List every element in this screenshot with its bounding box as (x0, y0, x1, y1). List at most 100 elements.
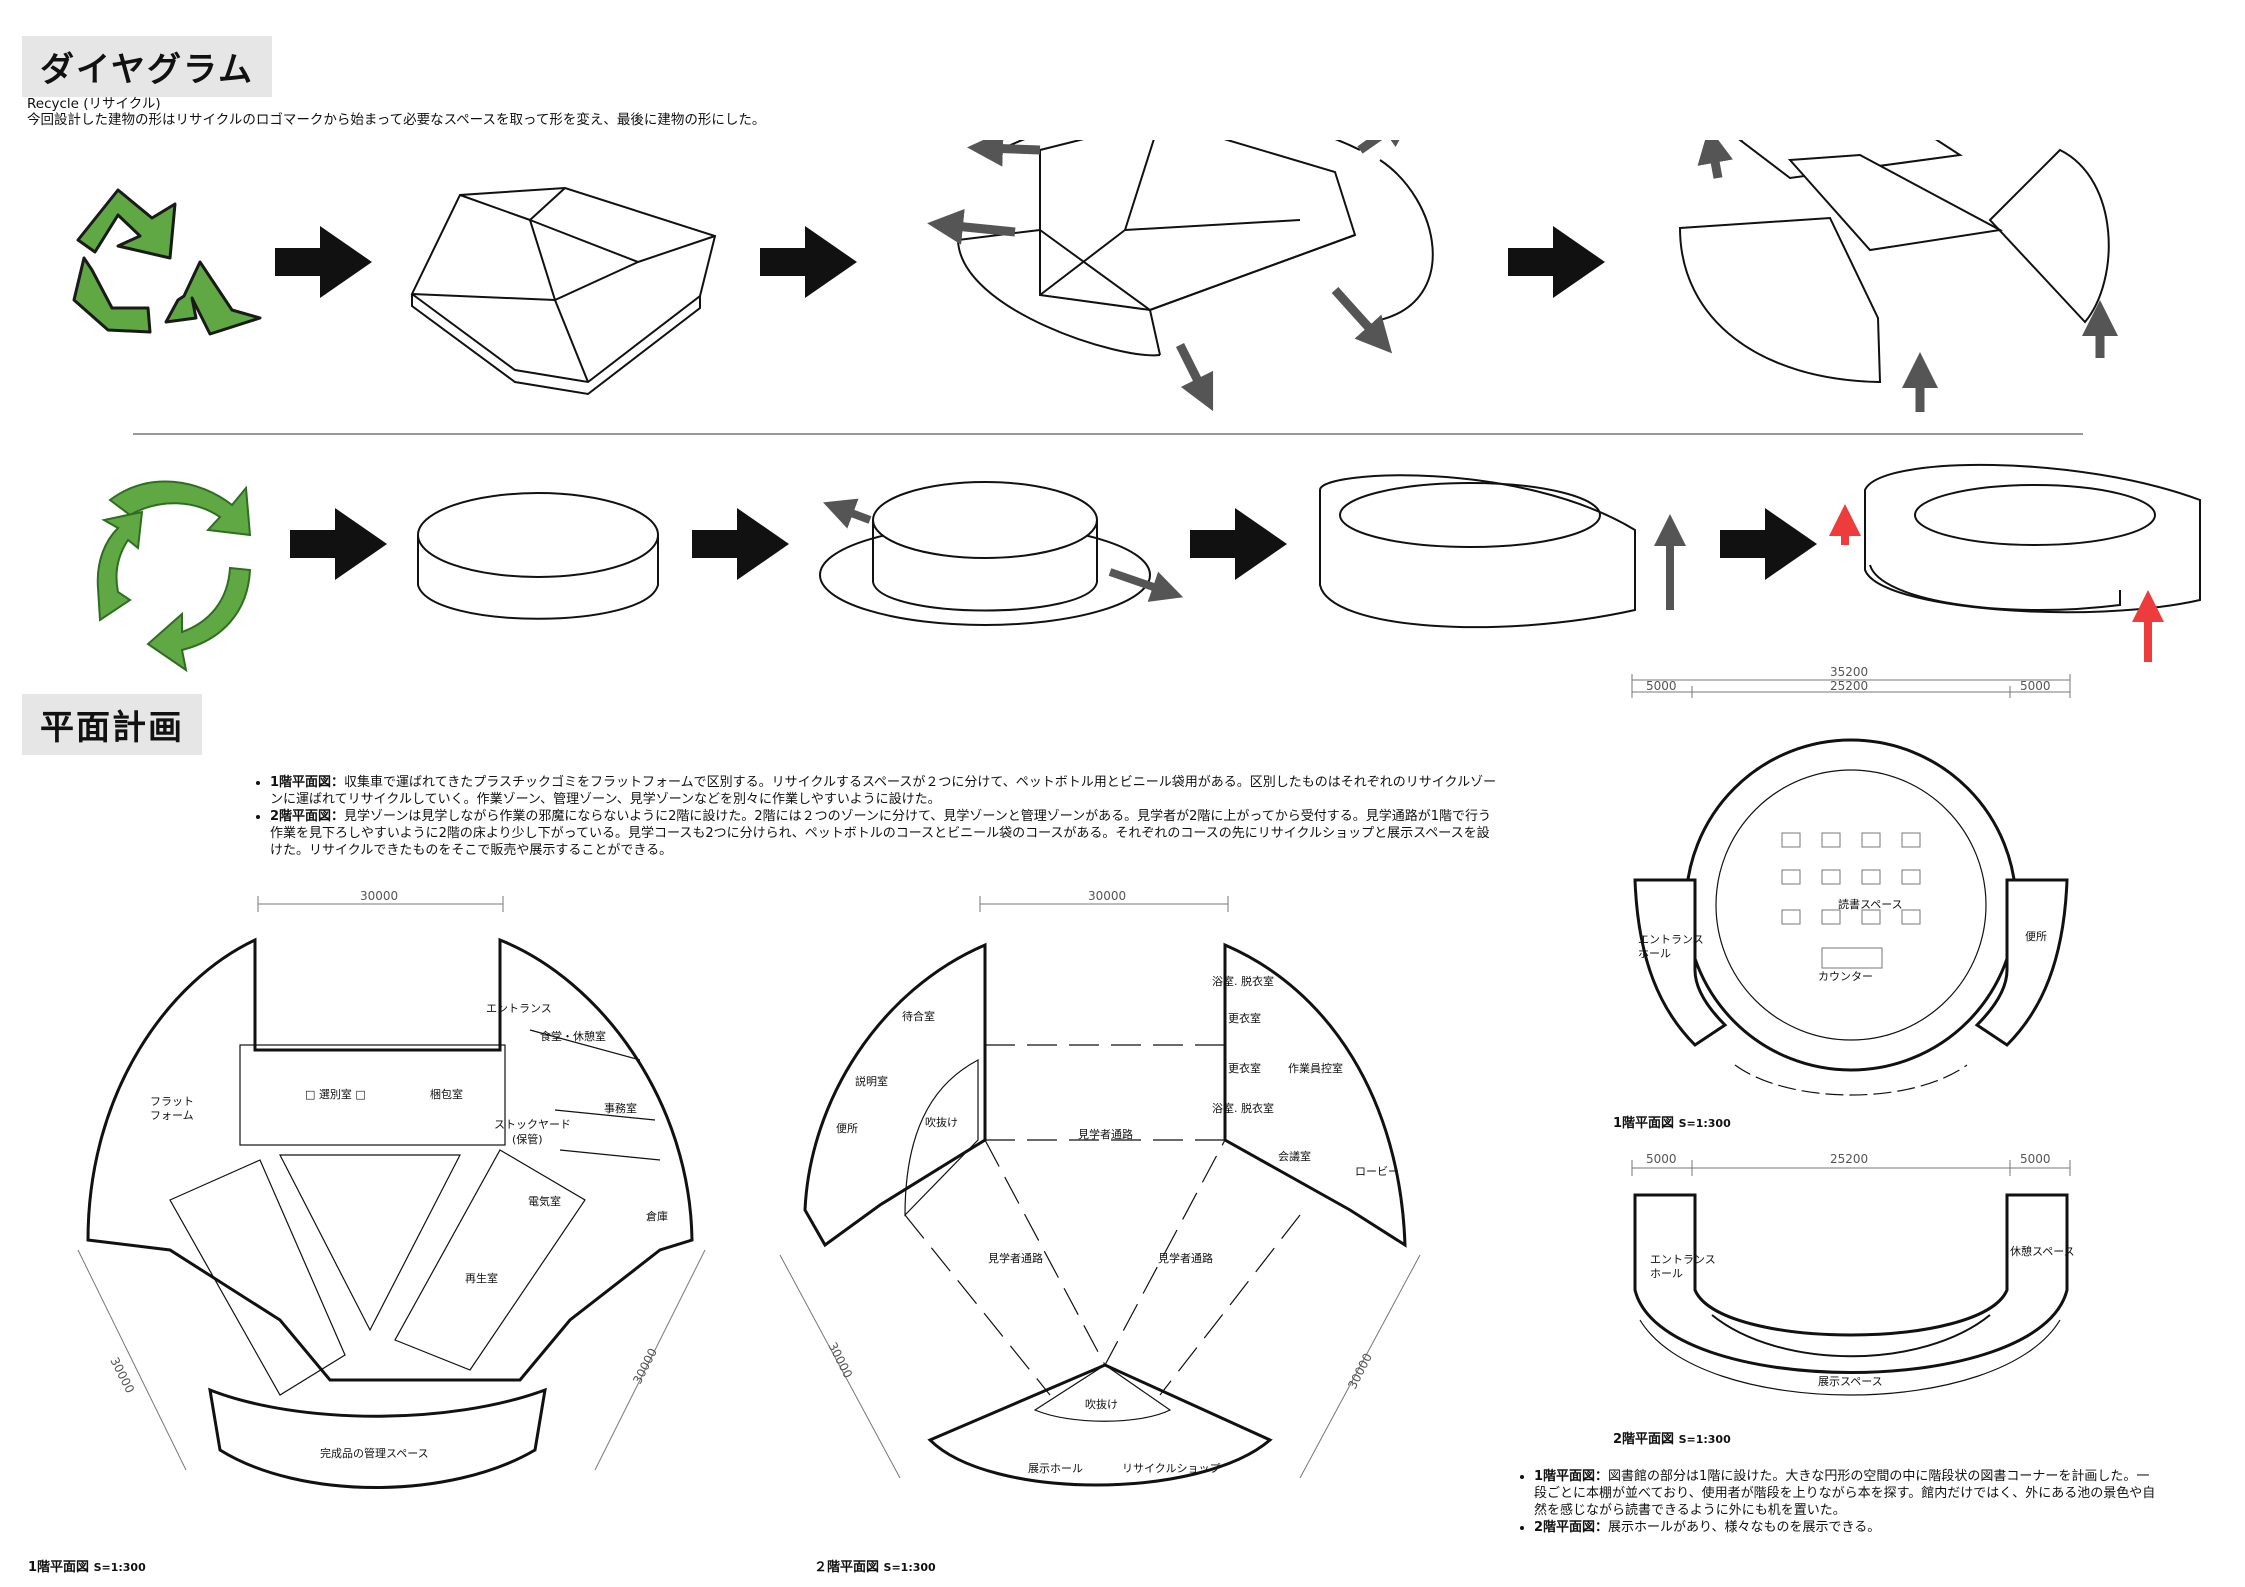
plan1-label-compression: 梱包室 (430, 1087, 463, 1101)
lib2-label-exhibit: 展示スペース (1818, 1375, 1883, 1388)
plan2-label-void: 吹抜け (925, 1115, 958, 1129)
description-floor1: 1階平面図：収集車で運ばれてきたプラスチックゴミをフラットフォームで区別する。リ… (270, 774, 1498, 808)
svg-text:5000: 5000 (1646, 679, 1677, 693)
plan2-label-locker1: 更衣室 (1228, 1011, 1261, 1025)
plan2-label-locker2: 更衣室 (1228, 1061, 1261, 1075)
plan1-dim-right (594, 1249, 706, 1471)
svg-text:5000: 5000 (2020, 1152, 2051, 1166)
plan2-label-corridor-right: 見学者通路 (1158, 1251, 1213, 1265)
svg-text:30000: 30000 (360, 889, 398, 903)
lib1-label-reading: 読書スペース (1838, 897, 1903, 911)
step-arrows-row2 (290, 508, 1817, 580)
library1-drawing: 35200 5000 25200 5000 読書スペース カウンター エントラン… (1631, 665, 2071, 1096)
plan2-void-left (904, 1059, 979, 1217)
plan1-right-wing (394, 1149, 586, 1371)
plan2-label-toilet: 便所 (836, 1122, 858, 1135)
plan2-label-corridor-left: 見学者通路 (988, 1251, 1043, 1265)
plan1-drawing: 30000 30000 30000 フラットフォーム □ 選別室 □ 梱包室 エ… (77, 889, 706, 1489)
plan1-right-rooms (529, 1029, 661, 1161)
plan2-left-wing (803, 942, 987, 1248)
plan2-dim-right (1299, 1254, 1421, 1479)
plan2-right-wing (1223, 942, 1407, 1248)
lib1-dims: 35200 5000 25200 5000 (1631, 665, 2071, 698)
library-description-floor2: 2階平面図：展示ホールがあり、様々なものを展示できる。 (1534, 1519, 2162, 1536)
intro-line-2: 今回設計した建物の形はリサイクルのロゴマークから始まって必要なスペースを取って形… (27, 112, 766, 128)
plan1-label-dining: 食堂・休憩室 (540, 1029, 606, 1043)
lib1-label-toilet: 便所 (2025, 930, 2047, 943)
plan1-label-platform: フラットフォーム (150, 1095, 194, 1122)
plan1-label-stockyard-sub: (保管) (512, 1132, 543, 1146)
plan2-label-lobby: ロービー (1355, 1165, 1399, 1178)
c-shape-stage-3 (1319, 474, 1636, 629)
plan2-void-bottom (1033, 1364, 1172, 1422)
plan2-bottom-wing (927, 1363, 1273, 1487)
final-form-stage-4 (1864, 463, 2201, 614)
plan2-label-bath1: 浴室. 脱衣室 (1212, 974, 1274, 988)
svg-text:30000: 30000 (630, 1346, 660, 1386)
plan1-dim-left (77, 1249, 187, 1471)
library-description-floor1: 1階平面図：図書館の部分は1階に設けた。大きな円形の空間の中に階段状の図書コーナ… (1534, 1468, 2162, 1519)
diagram-row-1 (72, 140, 2118, 412)
lib1-left-wing (1633, 878, 1728, 1047)
plan1-label-stockyard: ストックヤード (494, 1118, 571, 1131)
plan1-outer-wall (86, 937, 694, 1382)
plan2-label-shop: リサイクルショップ (1122, 1462, 1220, 1475)
cylinder-stage-1 (417, 492, 659, 620)
plan2-label-meeting: 会議室 (1278, 1149, 1311, 1163)
plan1-caption: 1階平面図 S=1:300 (28, 1560, 146, 1575)
plan1-label-management: 完成品の管理スペース (320, 1446, 429, 1460)
plan1-void-triangle (279, 1154, 461, 1332)
plan1-label-electric: 電気室 (528, 1194, 561, 1208)
plan1-dim-top: 30000 (257, 889, 504, 912)
svg-text:30000: 30000 (1088, 889, 1126, 903)
plan2-dim-left (779, 1254, 901, 1479)
plan1-label-sorting: □ 選別室 □ (305, 1087, 366, 1101)
svg-text:30000: 30000 (825, 1340, 855, 1380)
plan1-label-office: 事務室 (604, 1101, 637, 1115)
plan2-caption: ２階平面図 S=1:300 (814, 1560, 936, 1575)
recycle-logo-triangle (72, 188, 262, 336)
plan-description: 1階平面図：収集車で運ばれてきたプラスチックゴミをフラットフォームで区別する。リ… (248, 774, 1498, 859)
diagram-row-2 (96, 463, 2201, 673)
svg-text:35200: 35200 (1830, 665, 1868, 679)
plan1-label-warehouse: 倉庫 (646, 1209, 668, 1223)
explode-arrows (927, 140, 1415, 412)
plan2-drawing: 30000 30000 30000 待合室 説明室 便所 吹抜け 見学者通路 見… (779, 889, 1421, 1487)
lib2-caption: 2階平面図 S=1:300 (1613, 1432, 1731, 1447)
lib1-label-counter: カウンター (1818, 970, 1873, 983)
plans-heading: 平面計画 (22, 694, 202, 755)
svg-text:25200: 25200 (1830, 679, 1868, 693)
form-stage-3 (1678, 140, 2110, 384)
library2-drawing: 5000 25200 5000 エントランスホール 休憩スペース 展示スペース (1631, 1152, 2075, 1396)
plan1-left-wing (169, 1159, 346, 1396)
svg-text:30000: 30000 (1345, 1351, 1375, 1391)
svg-text:5000: 5000 (1646, 1152, 1677, 1166)
plan2-label-bath2: 浴室. 脱衣室 (1212, 1101, 1274, 1115)
step-arrows-row1 (275, 226, 1605, 298)
lib2-dims: 5000 25200 5000 (1631, 1152, 2071, 1176)
diagram-heading: ダイヤグラム (22, 36, 272, 97)
ring-arrows (823, 498, 1184, 602)
plan2-label-briefing: 説明室 (855, 1074, 888, 1088)
plan1-bottom-arc (208, 1387, 547, 1489)
form-stage-2 (957, 140, 1434, 357)
recycle-logo-circular (96, 480, 252, 673)
lib1-right-wing (1974, 878, 2069, 1047)
plan2-label-corridor-top: 見学者通路 (1078, 1127, 1133, 1141)
plan2-dim-top: 30000 (979, 889, 1229, 912)
plan2-label-staff: 作業員控室 (1288, 1061, 1343, 1075)
plan2-label-exhibit: 展示ホール (1028, 1462, 1083, 1475)
lib2-outer-wall (1633, 1193, 2069, 1374)
lib2-label-rest: 休憩スペース (2010, 1244, 2075, 1258)
lib1-label-entrance: エントランスホール (1638, 933, 1704, 960)
plan1-room-sorting (239, 1044, 506, 1146)
cylinder-stage-2 (819, 481, 1151, 626)
svg-text:25200: 25200 (1830, 1152, 1868, 1166)
lib1-caption: 1階平面図 S=1:300 (1613, 1116, 1731, 1131)
diagram-separator (133, 433, 2083, 435)
svg-text:5000: 5000 (2020, 679, 2051, 693)
form-stage-1 (410, 186, 717, 396)
description-floor2: 2階平面図：見学ゾーンは見学しながら作業の邪魔にならないように2階に設けた。2階… (270, 808, 1498, 859)
intro-line-1: Recycle (リサイクル) (27, 96, 161, 112)
lib1-tables (1781, 832, 1921, 969)
